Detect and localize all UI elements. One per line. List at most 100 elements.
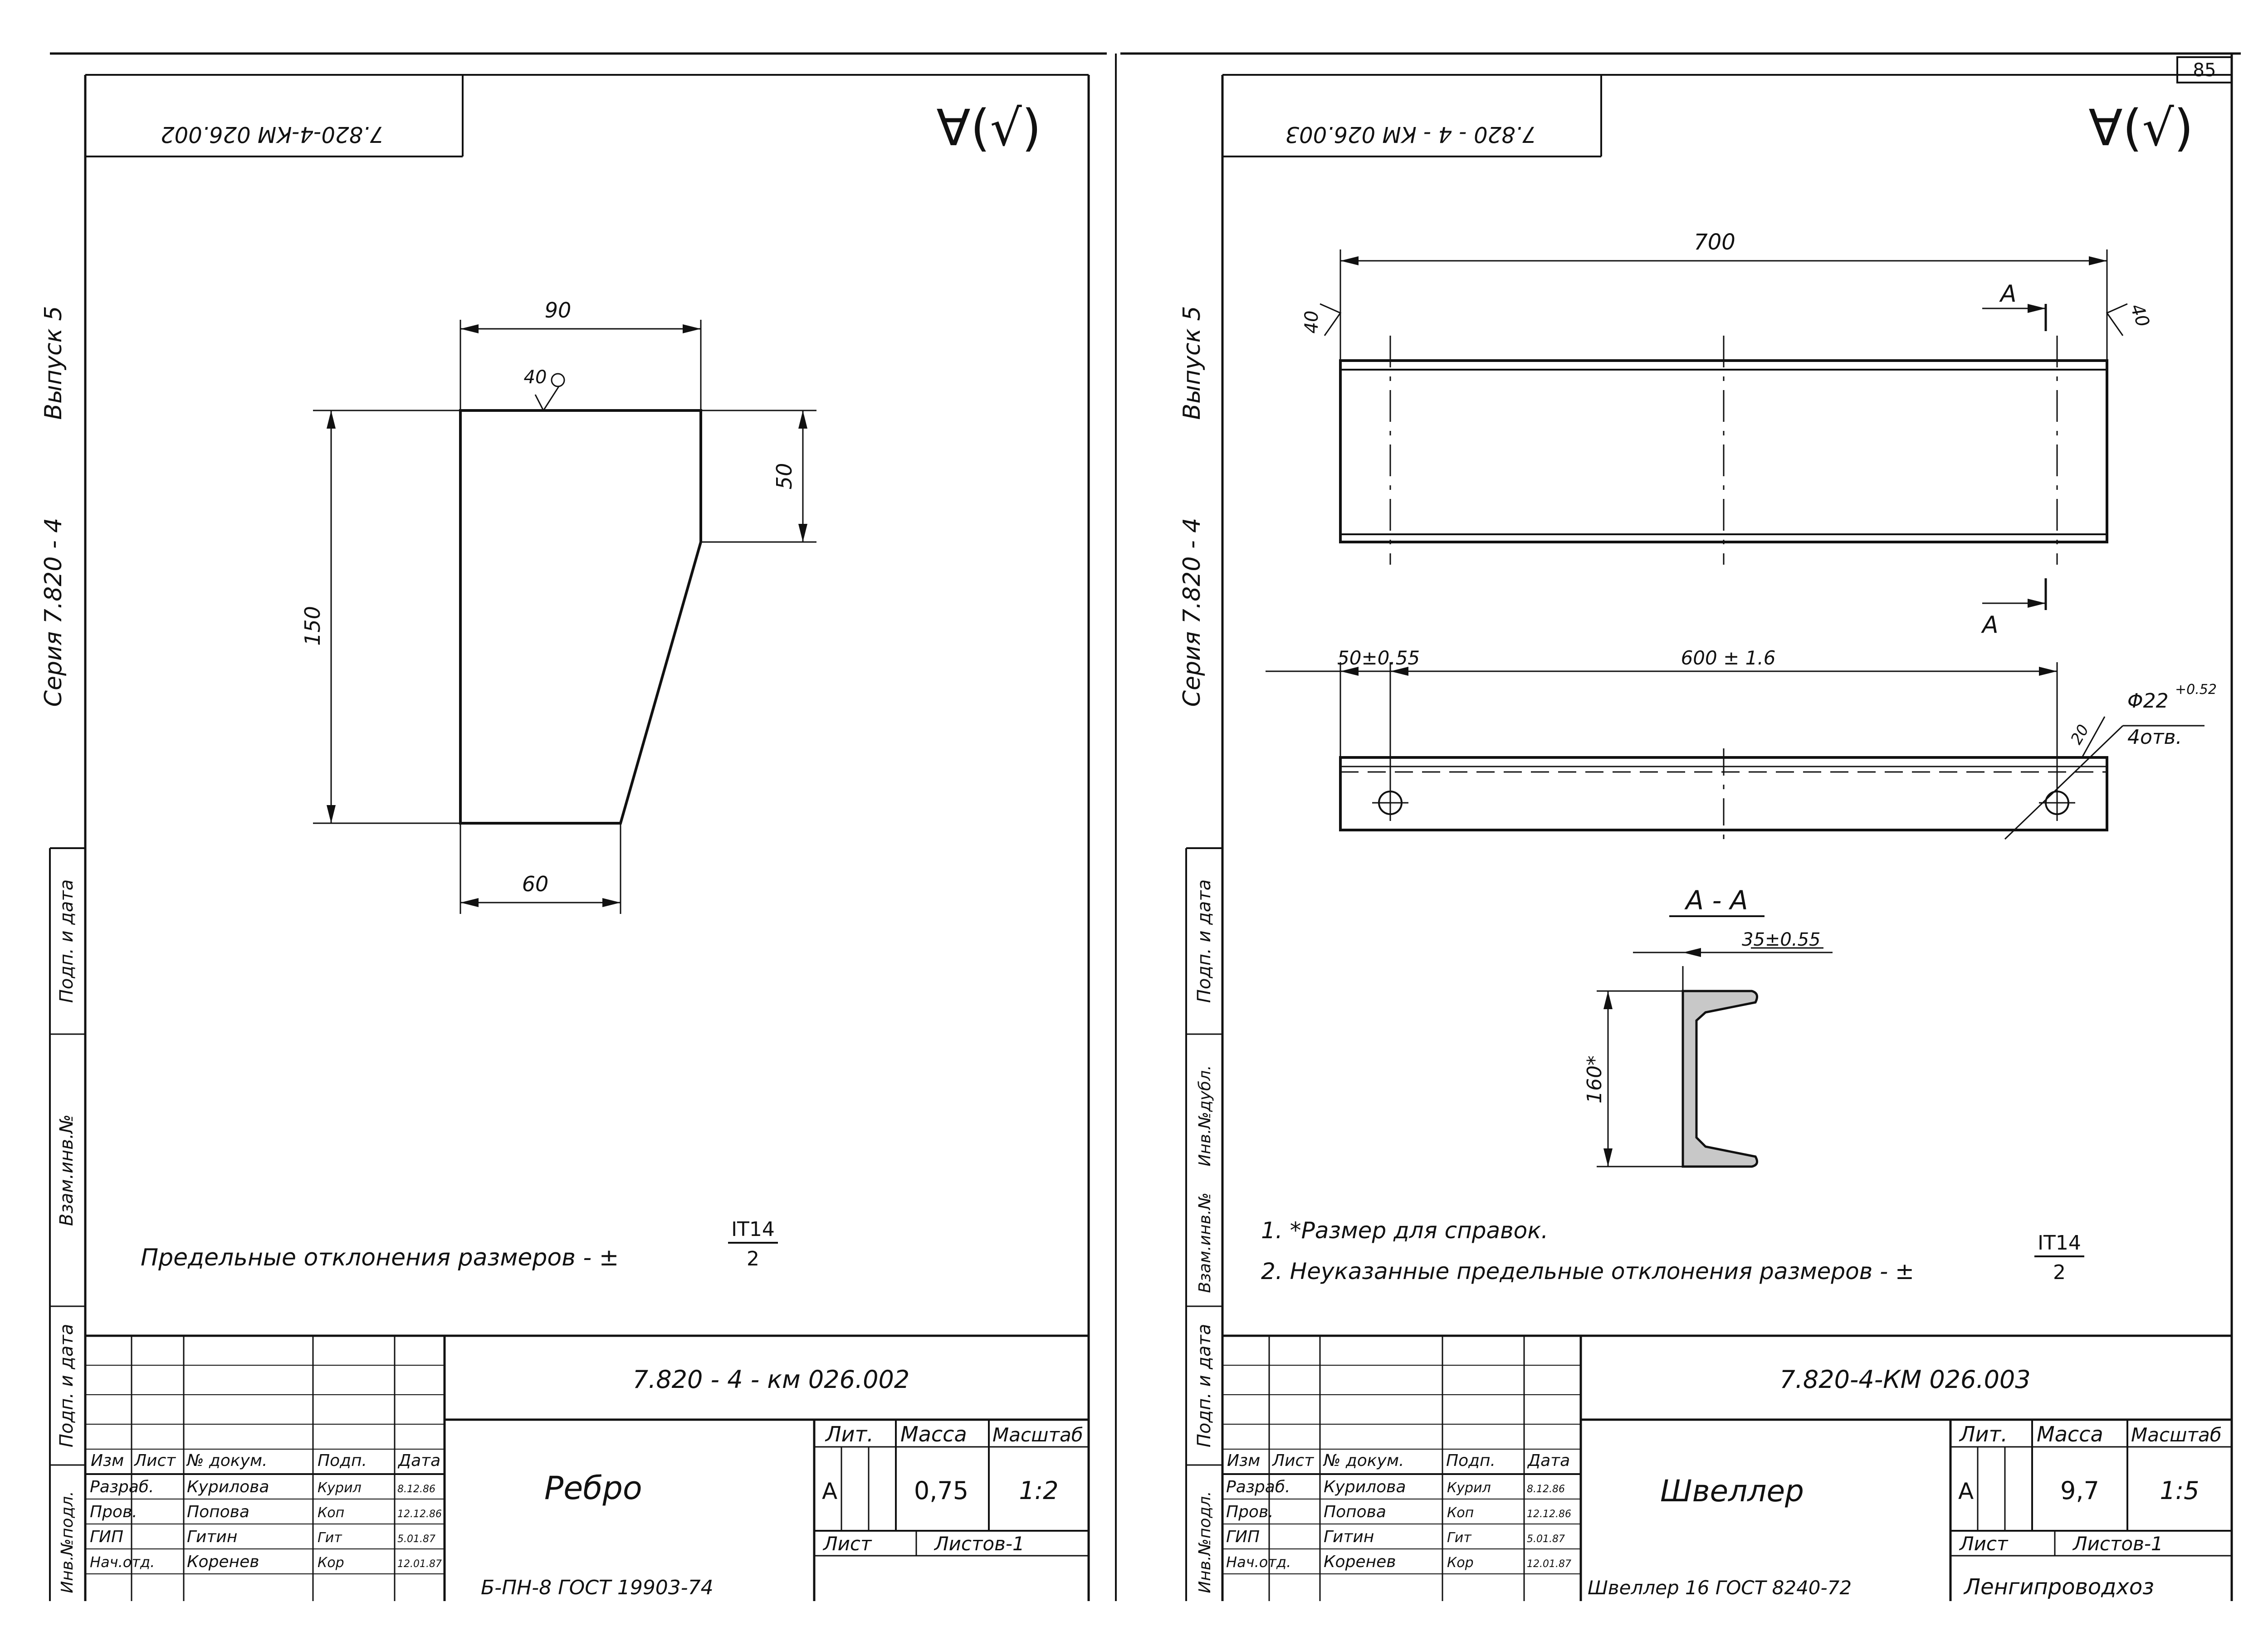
left-tb-role-1: Разраб. xyxy=(90,1478,154,1496)
right-tb-person-1: Курилова xyxy=(1324,1478,1406,1496)
right-tb-hdr-date: Дата xyxy=(1527,1451,1570,1470)
left-tb-person-4: Коренев xyxy=(187,1553,259,1571)
right-front-view: 50±0.55 600 ± 1.6 Φ22 +0.52 4отв. 20 xyxy=(1266,647,2217,840)
left-margin-issue: Выпуск 5 xyxy=(40,306,67,420)
right-margin-field-3: Взам.инв.№ xyxy=(1196,1192,1214,1293)
left-tb-hdr-sign: Подп. xyxy=(318,1451,367,1470)
page-frame: 85 xyxy=(50,52,2241,1601)
right-note-2: 2. Неуказанные предельные отклонения раз… xyxy=(1261,1258,1914,1284)
right-dim-flange: 35±0.55 xyxy=(1742,929,1820,950)
right-margin-issue: Выпуск 5 xyxy=(1178,306,1206,420)
right-margin-fields: Подп. и дата Инв.№дубл. Взам.инв.№ Подп.… xyxy=(1185,847,1222,1601)
channel-profile xyxy=(1681,990,1759,1168)
right-tb-code: 7.820-4-КМ 026.003 xyxy=(1779,1365,2030,1394)
right-tb-hdr-list: Лист xyxy=(1271,1451,1314,1470)
left-tb-sheets-label: Листов-1 xyxy=(934,1533,1025,1555)
right-tb-scale-label: Масштаб xyxy=(2131,1424,2222,1446)
left-tb-person-1: Курилова xyxy=(187,1478,269,1496)
right-section-title: А - А xyxy=(1684,885,1748,916)
left-part-drawing: 90 50 150 60 40 xyxy=(300,298,816,914)
right-tb-sheets-label: Листов-1 xyxy=(2072,1533,2163,1555)
right-dim-height: 160* xyxy=(1583,1055,1606,1104)
right-tb-name: Швеллер xyxy=(1660,1474,1804,1509)
left-note-fraction-top: IT14 xyxy=(731,1218,775,1241)
right-tb-lit-value: А xyxy=(1958,1478,1974,1504)
right-tb-role-3: ГИП xyxy=(1226,1528,1260,1546)
left-tb-role-4: Нач.отд. xyxy=(90,1553,155,1571)
right-dim-edge: 50±0.55 xyxy=(1337,647,1420,669)
left-note-fraction-bottom: 2 xyxy=(747,1247,759,1270)
left-roughness-mark: ∀(√) xyxy=(936,99,1041,157)
right-note-fraction-top: IT14 xyxy=(2038,1231,2081,1255)
right-tb-hdr-sign: Подп. xyxy=(1446,1451,1496,1470)
left-tb-name: Ребро xyxy=(544,1470,642,1507)
right-top-view: 700 А А 40 40 xyxy=(1301,230,2154,639)
right-margin-field-2: Инв.№дубл. xyxy=(1196,1065,1214,1166)
right-tb-person-3: Гитин xyxy=(1324,1528,1374,1546)
left-tb-sign-4: Кор xyxy=(318,1555,344,1571)
left-sheet: 7.820-4-КМ 026.002 ∀(√) Выпуск 5 Серия 7… xyxy=(40,74,1090,1601)
left-tb-sign-3: Гит xyxy=(318,1530,342,1546)
right-tb-role-4: Нач.отд. xyxy=(1226,1553,1291,1571)
left-tb-sheet-label: Лист xyxy=(822,1533,872,1555)
page-number: 85 xyxy=(2193,60,2216,81)
left-dim-bottom: 60 xyxy=(522,872,549,896)
left-title-block: Изм Лист № докум. Подп. Дата Разраб. Кур… xyxy=(85,1334,1089,1601)
right-hole-count: 4отв. xyxy=(2127,726,2182,749)
left-tb-mass-label: Масса xyxy=(900,1422,967,1446)
right-tb-sign-3: Гит xyxy=(1447,1530,1472,1546)
left-tb-sign-2: Коп xyxy=(318,1505,344,1521)
right-hole-dia: Φ22 xyxy=(2127,689,2169,713)
left-tb-role-3: ГИП xyxy=(90,1528,123,1546)
right-tb-material: Швеллер 16 ГОСТ 8240-72 xyxy=(1588,1577,1852,1599)
right-tb-organization: Ленгипроводхоз xyxy=(1963,1574,2154,1600)
right-tb-sign-4: Кор xyxy=(1447,1555,1474,1571)
left-weld-mark: 40 xyxy=(524,367,547,388)
left-tb-date-4: 12.01.87 xyxy=(397,1558,442,1570)
right-tb-mass-value: 9,7 xyxy=(2060,1476,2099,1505)
right-margin-field-4: Подп. и дата xyxy=(1194,1324,1215,1447)
right-margin-field-5: Инв.№подл. xyxy=(1196,1491,1214,1593)
left-tb-mass-value: 0,75 xyxy=(914,1476,968,1505)
left-margin-series: Серия 7.820 - 4 xyxy=(40,518,67,707)
left-tb-hdr-date: Дата xyxy=(397,1451,440,1470)
right-section-letter-top: А xyxy=(1999,280,2017,308)
left-tb-code: 7.820 - 4 - км 026.002 xyxy=(633,1365,909,1394)
left-tb-sign-1: Курил xyxy=(318,1480,362,1496)
right-stamp-code: 7.820 - 4 - КМ 026.003 xyxy=(1286,122,1536,147)
left-dim-top: 90 xyxy=(545,298,572,322)
right-tb-date-4: 12.01.87 xyxy=(1527,1558,1571,1570)
right-tb-date-1: 8.12.86 xyxy=(1527,1484,1565,1495)
left-tb-hdr-izm: Изм xyxy=(91,1451,124,1470)
left-tb-date-2: 12.12.86 xyxy=(397,1509,442,1520)
right-sheet: 7.820 - 4 - КМ 026.003 ∀(√) Выпуск 5 Сер… xyxy=(1178,54,2233,1601)
right-tb-person-2: Попова xyxy=(1324,1503,1386,1521)
right-weld-left: 40 xyxy=(1301,311,1322,334)
right-roughness-mark: ∀(√) xyxy=(2088,99,2193,157)
right-margin-field-1: Подп. и дата xyxy=(1194,879,1215,1003)
left-stamp-code: 7.820-4-КМ 026.002 xyxy=(161,122,384,147)
right-tb-date-2: 12.12.86 xyxy=(1527,1509,1571,1520)
left-tb-scale-value: 1:2 xyxy=(1019,1476,1059,1505)
right-tb-person-4: Коренев xyxy=(1324,1553,1396,1571)
right-weld-right: 40 xyxy=(2126,301,2154,330)
right-tb-hdr-doc: № докум. xyxy=(1323,1451,1404,1470)
left-tb-person-2: Попова xyxy=(187,1503,249,1521)
right-dim-length: 700 xyxy=(1694,230,1735,255)
left-note: Предельные отклонения размеров - ± xyxy=(141,1244,619,1271)
right-note-fraction-bottom: 2 xyxy=(2053,1261,2066,1284)
right-tb-mass-label: Масса xyxy=(2037,1422,2103,1446)
right-section-view: А - А 35±0.55 160* xyxy=(1583,885,1833,1168)
left-tb-lit-value: А xyxy=(822,1478,837,1504)
left-tb-date-1: 8.12.86 xyxy=(397,1484,435,1495)
right-tb-sign-2: Коп xyxy=(1447,1505,1474,1521)
left-tb-person-3: Гитин xyxy=(187,1528,237,1546)
right-tb-date-3: 5.01.87 xyxy=(1527,1533,1565,1545)
right-dim-holes: 600 ± 1.6 xyxy=(1681,647,1776,669)
left-dim-right: 50 xyxy=(772,463,797,490)
left-tb-role-2: Пров. xyxy=(90,1503,137,1521)
right-tb-sheet-label: Лист xyxy=(1959,1533,2009,1555)
left-margin-field-2: Взам.инв.№ xyxy=(56,1114,77,1226)
left-margin-fields: Подп. и дата Взам.инв.№ Подп. и дата Инв… xyxy=(49,847,85,1601)
